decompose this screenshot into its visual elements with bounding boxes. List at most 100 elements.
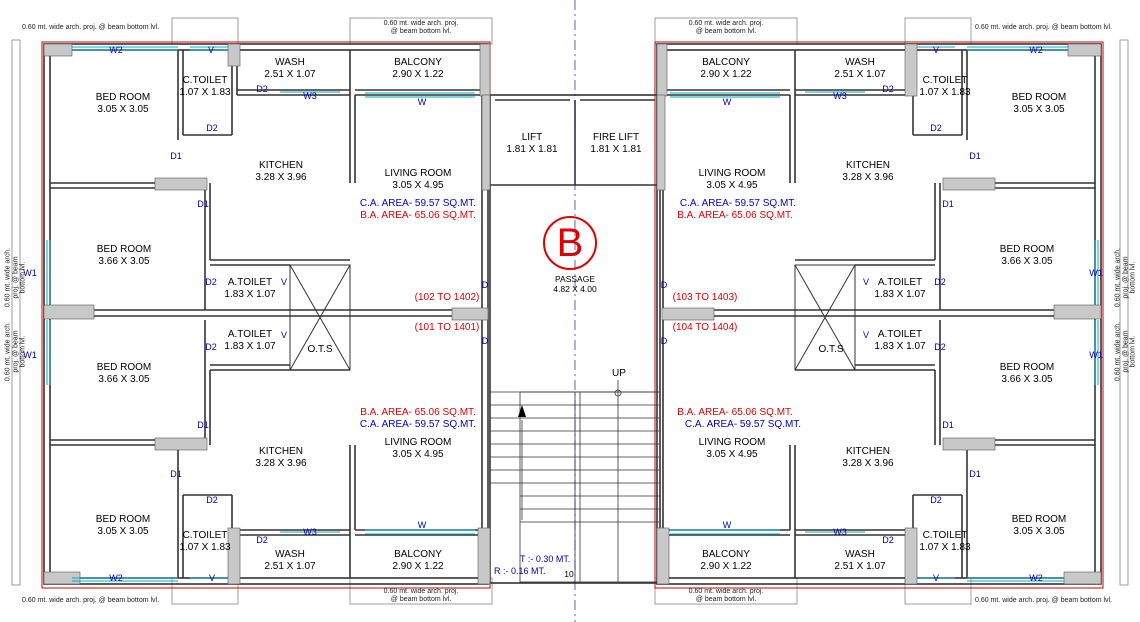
window-mark: W3 [833, 527, 847, 537]
projection-note-bottom: 0.60 mt. wide arch. proj.@ beam bottom l… [383, 588, 459, 604]
door-mark: D1 [942, 199, 954, 209]
door-mark: D2 [882, 535, 894, 545]
door-mark: D2 [206, 495, 218, 505]
door-mark: D1 [197, 199, 209, 209]
door-mark: D2 [205, 277, 217, 287]
flat-range: (101 TO 1401) [414, 322, 480, 333]
window-mark: W1 [23, 268, 37, 278]
ventilator-mark: V [862, 277, 870, 287]
door-mark: D2 [930, 495, 942, 505]
ventilator-mark: V [862, 330, 870, 340]
projection-note-top: 0.60 mt. wide arch. proj.@ beam bottom l… [688, 20, 764, 36]
door-mark: D2 [256, 84, 268, 94]
carpet-area: C.A. AREA- 59.57 SQ.MT. [359, 198, 477, 209]
ventilator-mark: V [932, 573, 940, 583]
window-mark: W2 [1029, 45, 1043, 55]
door-mark: D [481, 336, 489, 346]
carpet-area: C.A. AREA- 59.57 SQ.MT. [679, 198, 797, 209]
carpet-area: C.A. AREA- 59.57 SQ.MT. [359, 419, 477, 430]
ventilator-mark: V [932, 45, 940, 55]
door-mark: D2 [930, 123, 942, 133]
flat-range: (104 TO 1404) [672, 322, 738, 333]
window-mark: W [722, 520, 732, 530]
builtup-area: B.A. AREA- 65.06 SQ.MT. [677, 210, 793, 221]
window-mark: W1 [1089, 268, 1103, 278]
window-mark: W2 [109, 45, 123, 55]
door-mark: D1 [197, 420, 209, 430]
ots-label: O.T.S [818, 344, 844, 355]
projection-note: 0.60 mt. wide arch. proj. @ beam bottom … [975, 24, 1113, 31]
projection-note-top: 0.60 mt. wide arch. proj.@ beam bottom l… [383, 20, 459, 36]
windows [46, 46, 1099, 582]
builtup-area: B.A. AREA- 65.06 SQ.MT. [360, 407, 476, 418]
door-mark: D2 [934, 277, 946, 287]
stair-up-label: UP [612, 368, 626, 379]
door-mark: D2 [206, 123, 218, 133]
builtup-area: B.A. AREA- 65.06 SQ.MT. [677, 407, 793, 418]
door-mark: D1 [170, 151, 182, 161]
door-mark: D [660, 336, 668, 346]
window-mark: W2 [109, 573, 123, 583]
flat-range: (103 TO 1403) [672, 292, 738, 303]
ventilator-mark: V [280, 330, 288, 340]
carpet-area: C.A. AREA- 59.57 SQ.MT. [684, 419, 802, 430]
window-mark: W1 [1089, 350, 1103, 360]
ots-label: O.T.S [307, 344, 333, 355]
door-mark: D2 [205, 342, 217, 352]
window-mark: W3 [303, 527, 317, 537]
flat-range: (102 TO 1402) [414, 292, 480, 303]
window-mark: W [722, 97, 732, 107]
window-mark: W3 [303, 91, 317, 101]
door-mark: D1 [969, 469, 981, 479]
door-mark: D2 [934, 342, 946, 352]
door-mark: D [481, 280, 489, 290]
projection-note: 0.60 mt. wide arch. proj. @ beam bottom … [22, 597, 160, 604]
builtup-area: B.A. AREA- 65.06 SQ.MT. [360, 210, 476, 221]
projection-note-bottom: 0.60 mt. wide arch. proj.@ beam bottom l… [688, 588, 764, 604]
walls [43, 43, 1102, 585]
ots-shafts [289, 264, 856, 371]
door-mark: D2 [882, 84, 894, 94]
stair-tread-note: T :- 0.30 MT. [520, 554, 571, 564]
window-mark: W2 [1029, 573, 1043, 583]
step-count: 10 [564, 569, 574, 579]
door-mark: D2 [256, 535, 268, 545]
window-mark: W3 [833, 91, 847, 101]
stair-riser-note: R :- 0.16 MT. [494, 566, 546, 576]
door-mark: D [660, 280, 668, 290]
window-mark: W [417, 97, 427, 107]
door-mark: D1 [170, 469, 182, 479]
stair-arrow [518, 405, 526, 417]
window-mark: W1 [23, 350, 37, 360]
projection-note: 0.60 mt. wide arch. proj. @ beam bottom … [22, 24, 160, 31]
